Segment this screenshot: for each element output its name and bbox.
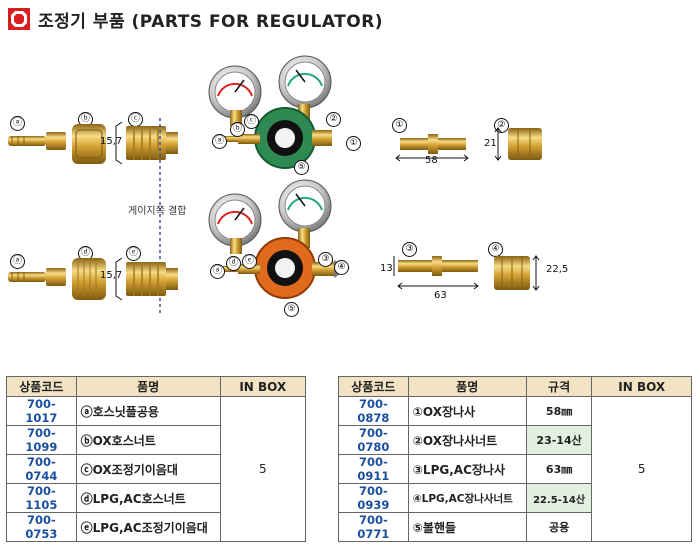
table-row: 700-0753 ⓔLPG,AC조정기이음대 bbox=[6, 512, 306, 542]
product-name: ③LPG,AC장나사 bbox=[407, 454, 527, 484]
lpg-regulator-joint-e bbox=[115, 257, 178, 301]
product-code: 700-0753 bbox=[6, 512, 77, 542]
header-name: 품명 bbox=[75, 376, 221, 397]
label-e-lpg: ⓔ bbox=[242, 254, 257, 269]
label-2-ox: ② bbox=[326, 112, 341, 127]
product-name: ⓐ호스닛플공용 bbox=[75, 396, 221, 426]
label-d: ⓓ bbox=[78, 246, 93, 261]
product-code: 700-1105 bbox=[6, 483, 77, 513]
header-spec: 규격 bbox=[525, 376, 593, 397]
table-row: 700-1099 ⓑOX호스너트 bbox=[6, 425, 306, 455]
ox-regulator-joint-c bbox=[115, 121, 178, 165]
hose-nipple-a-bottom bbox=[8, 268, 66, 286]
table-header-row: 상품코드 품명 IN BOX bbox=[6, 376, 307, 397]
table-row: 700-1017 ⓐ호스닛플공용 5 bbox=[6, 396, 307, 542]
label-3-lpg: ③ bbox=[318, 252, 333, 267]
label-1: ① bbox=[392, 118, 407, 133]
product-code: 700-0939 bbox=[338, 483, 409, 513]
hose-nipple-a-top bbox=[8, 132, 66, 150]
label-a-top: ⓐ bbox=[10, 116, 25, 131]
table-row: 700-1105 ⓓLPG,AC호스너트 bbox=[6, 483, 306, 513]
dim-15-7-top: 15,7 bbox=[100, 136, 123, 147]
product-name: ①OX장나사 bbox=[407, 396, 527, 426]
product-name: ⓓLPG,AC호스너트 bbox=[75, 483, 221, 513]
brand-logo-icon bbox=[8, 8, 30, 30]
label-b-ox: ⓑ bbox=[230, 122, 245, 137]
label-a-lpg: ⓐ bbox=[210, 264, 225, 279]
product-name: ②OX장나사너트 bbox=[407, 425, 527, 455]
label-4-lpg: ④ bbox=[334, 260, 349, 275]
table-header-row: 상품코드 품명 규격 IN BOX bbox=[338, 376, 692, 397]
ox-long-screw-1 bbox=[395, 134, 469, 162]
label-1-ox: ① bbox=[346, 136, 361, 151]
parts-table-left: 상품코드 품명 IN BOX 700-1017 ⓐ호스닛플공용 5 700-10… bbox=[6, 376, 307, 542]
ox-long-screw-nut-2 bbox=[494, 127, 542, 161]
label-3: ③ bbox=[402, 242, 417, 257]
lpg-long-screw-nut-4 bbox=[494, 255, 540, 291]
label-a-bottom: ⓐ bbox=[10, 254, 25, 269]
dim-22-5: 22,5 bbox=[546, 264, 569, 275]
parts-table-right: 상품코드 품명 규격 IN BOX 700-0878 ①OX장나사 58㎜ 5 … bbox=[338, 376, 692, 542]
product-code: 700-1017 bbox=[6, 396, 77, 426]
table-row: 700-0911 ③LPG,AC장나사 63㎜ bbox=[338, 454, 692, 484]
product-code: 700-0911 bbox=[338, 454, 409, 484]
product-code: 700-0878 bbox=[338, 396, 409, 426]
product-spec: 공용 bbox=[525, 512, 593, 542]
product-code: 700-1099 bbox=[6, 425, 77, 455]
product-code: 700-0771 bbox=[338, 512, 409, 542]
product-code: 700-0780 bbox=[338, 425, 409, 455]
inbox-qty: 5 bbox=[219, 396, 307, 542]
product-spec: 63㎜ bbox=[525, 454, 593, 484]
header-inbox: IN BOX bbox=[219, 376, 307, 397]
page-title: 조정기 부품 (PARTS FOR REGULATOR) bbox=[8, 6, 383, 32]
product-name: ⑤볼핸들 bbox=[407, 512, 527, 542]
product-code: 700-0744 bbox=[6, 454, 77, 484]
label-d-lpg: ⓓ bbox=[226, 256, 241, 271]
product-name: ④LPG,AC장나사너트 bbox=[407, 483, 527, 513]
product-spec: 22.5-14산 bbox=[525, 483, 593, 513]
lpg-long-screw-3 bbox=[393, 256, 479, 290]
product-spec: 58㎜ bbox=[525, 396, 593, 426]
table-row: 700-0744 ⓒOX조정기이음대 bbox=[6, 454, 306, 484]
product-name: ⓔLPG,AC조정기이음대 bbox=[75, 512, 221, 542]
label-5-ox: ⑤ bbox=[294, 160, 309, 175]
title-text: 조정기 부품 (PARTS FOR REGULATOR) bbox=[38, 11, 384, 32]
dim-13: 13 bbox=[380, 263, 393, 274]
dim-58: 58 bbox=[425, 155, 438, 166]
header-code: 상품코드 bbox=[338, 376, 409, 397]
lpg-hose-nut-d bbox=[72, 258, 106, 300]
ox-hose-nut-b bbox=[72, 124, 106, 164]
header-name: 품명 bbox=[407, 376, 527, 397]
product-spec: 23-14산 bbox=[525, 425, 593, 455]
product-name: ⓒOX조정기이음대 bbox=[75, 454, 221, 484]
table-row: 700-0878 ①OX장나사 58㎜ 5 bbox=[338, 396, 692, 542]
dim-63: 63 bbox=[434, 290, 447, 301]
ox-regulator-image bbox=[208, 55, 332, 169]
table-row: 700-0771 ⑤볼핸들 공용 bbox=[338, 512, 692, 542]
header-inbox: IN BOX bbox=[591, 376, 692, 397]
gauge-side-caption: 게이지쪽 결합 bbox=[128, 206, 187, 217]
dim-21: 21 bbox=[484, 138, 497, 149]
dim-15-7-bottom: 15,7 bbox=[100, 270, 123, 281]
lpg-regulator-image bbox=[208, 179, 350, 299]
label-c-ox: ⓒ bbox=[244, 114, 259, 129]
inbox-qty: 5 bbox=[591, 396, 692, 542]
label-a-ox: ⓐ bbox=[212, 134, 227, 149]
header-code: 상품코드 bbox=[6, 376, 77, 397]
label-5-lpg: ⑤ bbox=[284, 302, 299, 317]
label-e: ⓔ bbox=[126, 246, 141, 261]
product-name: ⓑOX호스너트 bbox=[75, 425, 221, 455]
